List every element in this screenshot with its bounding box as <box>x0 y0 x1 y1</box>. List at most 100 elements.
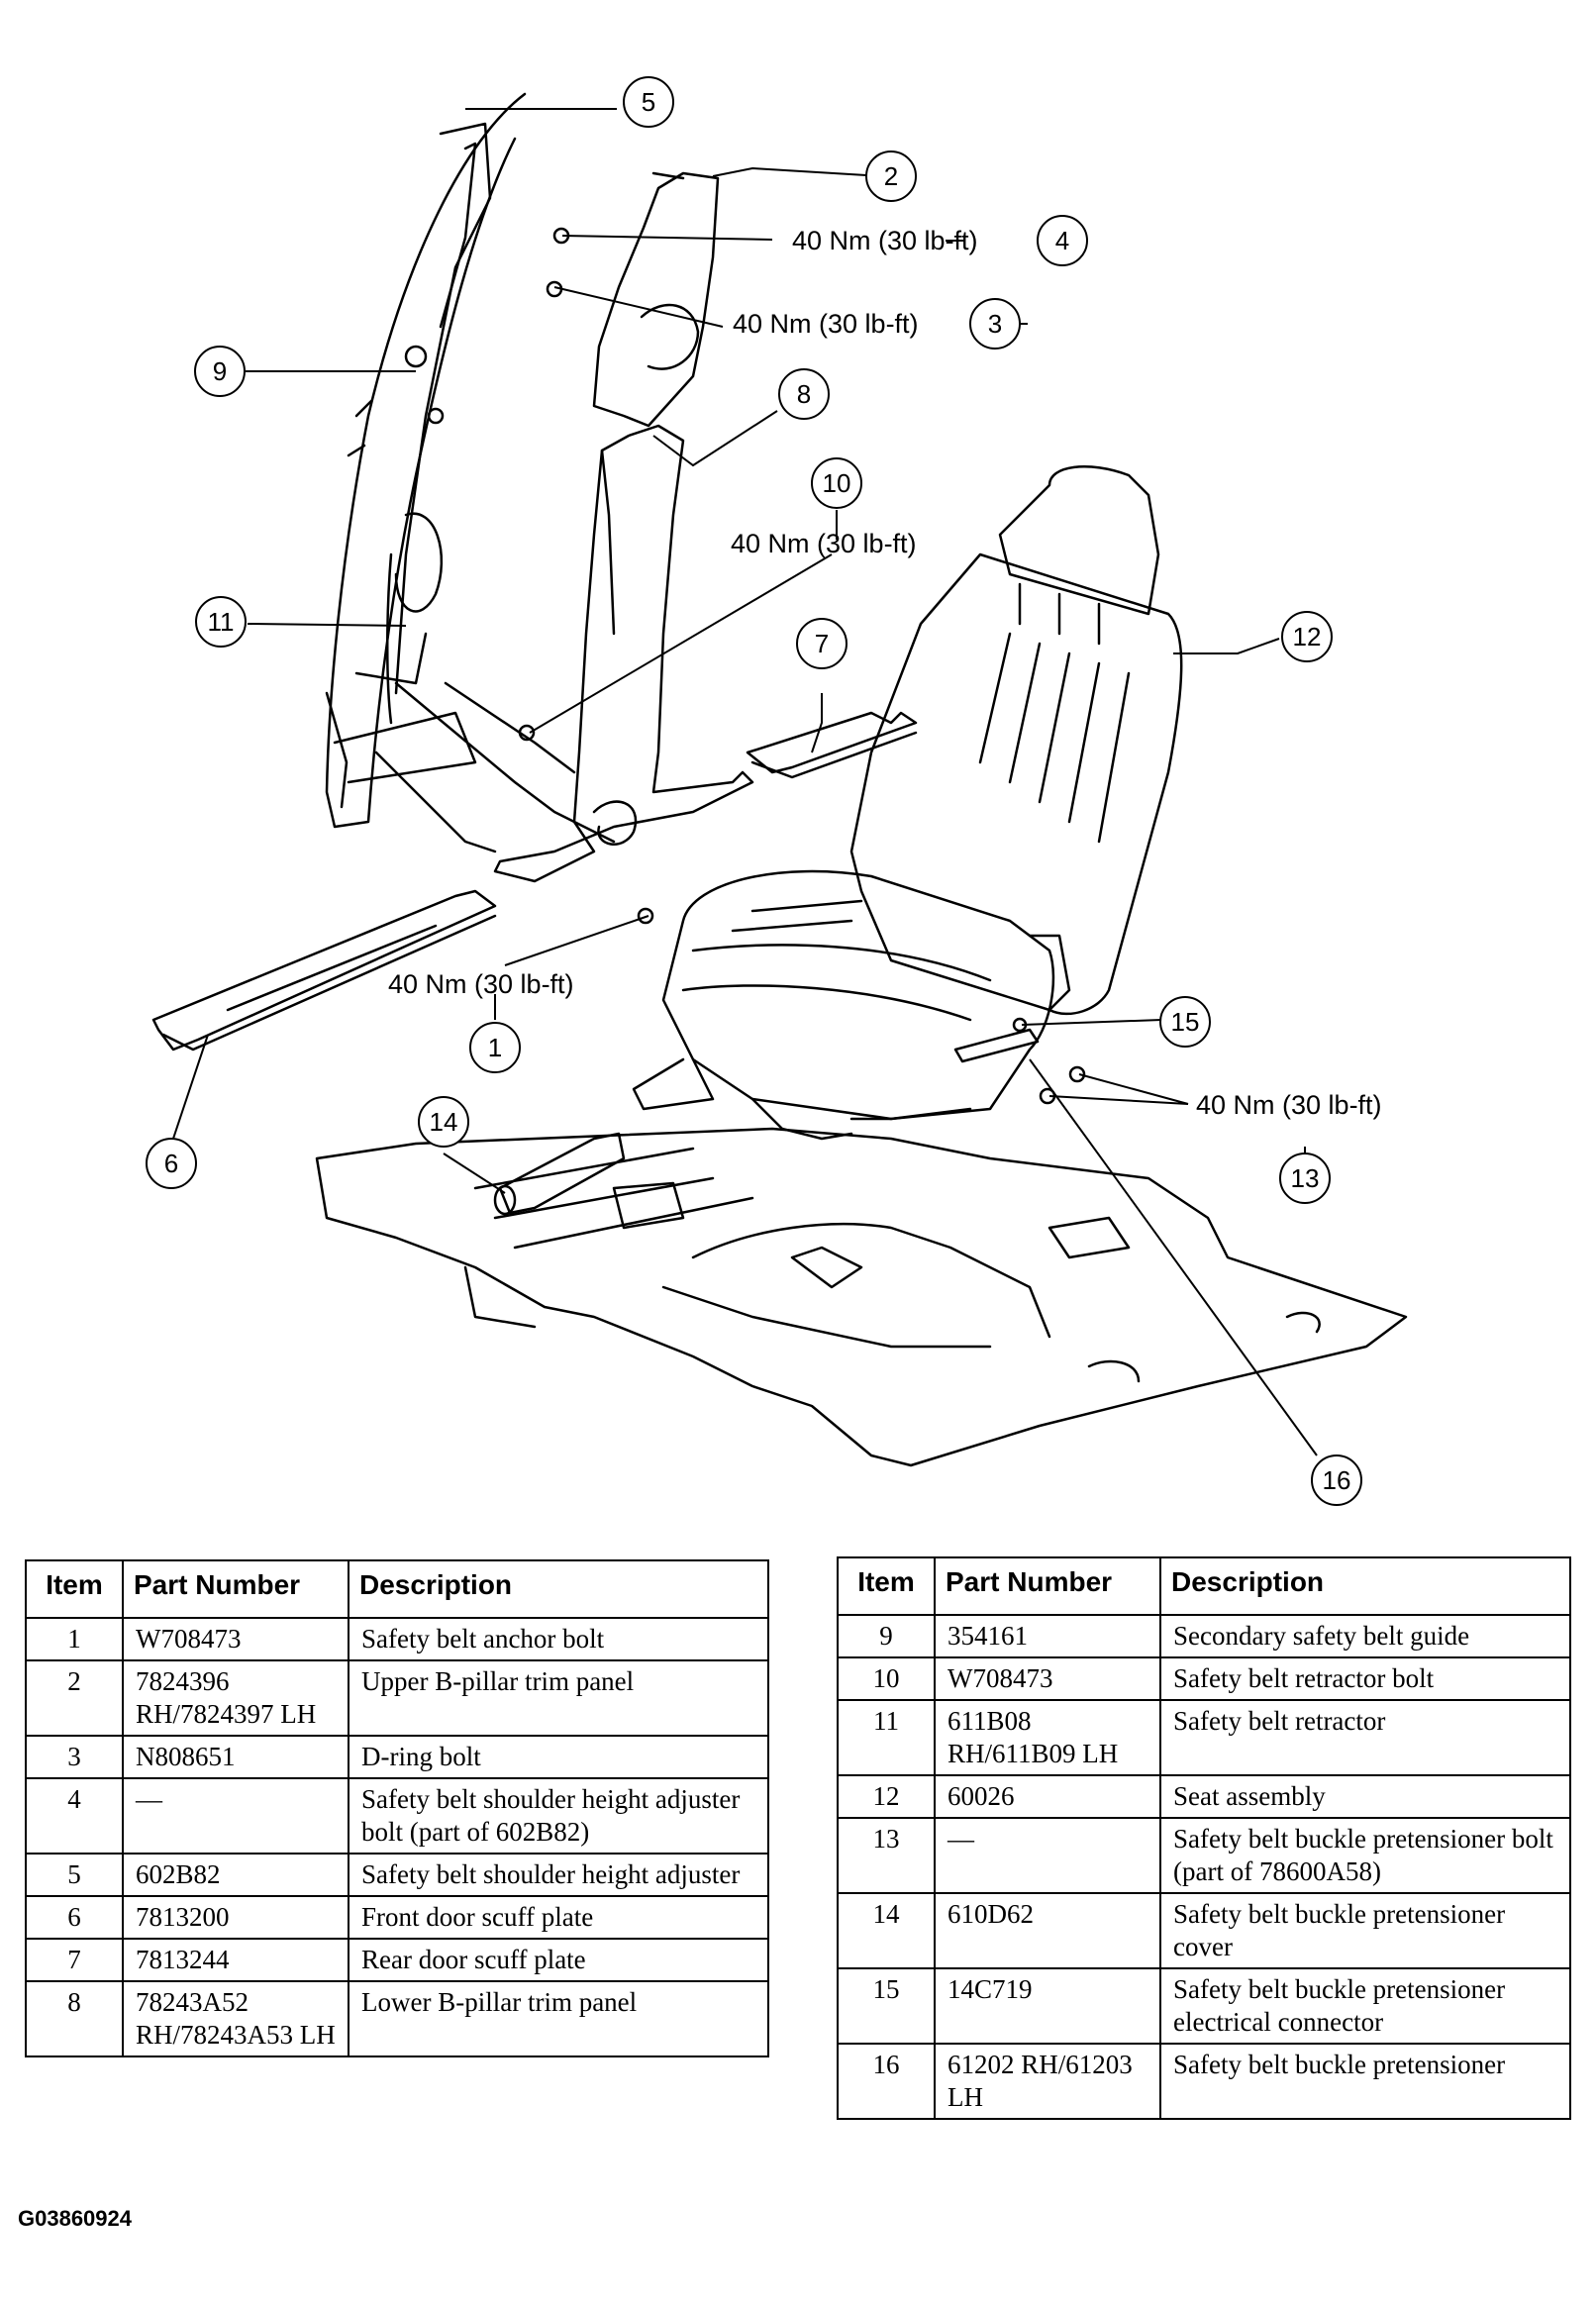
table-header-row: Item Part Number Description <box>837 1556 1571 1616</box>
part-number-cell: N808651 <box>122 1735 349 1779</box>
svg-text:14: 14 <box>430 1107 458 1137</box>
callout-7: 7 <box>796 618 848 669</box>
description-cell: Rear door scuff plate <box>348 1938 769 1982</box>
item-cell: 16 <box>837 2043 936 2120</box>
lower-b-pillar-trim-panel <box>493 424 754 883</box>
svg-text:15: 15 <box>1171 1007 1200 1037</box>
part-number-cell: W708473 <box>934 1656 1161 1701</box>
part-number-cell: 14C719 <box>934 1967 1161 2045</box>
svg-text:5: 5 <box>642 87 655 117</box>
part-number-cell: 61202 RH/61203 LH <box>934 2043 1161 2120</box>
rear-door-scuff-plate <box>746 711 918 779</box>
item-cell: 1 <box>25 1617 124 1661</box>
callout-5: 5 <box>623 76 674 128</box>
svg-text:7: 7 <box>815 629 829 658</box>
callout-10: 10 40 Nm (30 lb-ft) <box>731 457 917 558</box>
description-cell: Upper B-pillar trim panel <box>348 1659 769 1737</box>
description-cell: Lower B-pillar trim panel <box>348 1980 769 2057</box>
description-cell: D-ring bolt <box>348 1735 769 1779</box>
callout-13: 13 40 Nm (30 lb-ft) <box>1196 1090 1382 1204</box>
table-row: 4—Safety belt shoulder height adjuster b… <box>25 1777 769 1855</box>
column-header-part-number: Part Number <box>122 1559 349 1619</box>
column-header-item: Item <box>837 1556 936 1616</box>
svg-text:11: 11 <box>208 607 235 637</box>
part-number-cell: — <box>122 1777 349 1855</box>
callout-12: 12 <box>1281 611 1333 662</box>
callout-6: 6 <box>146 1138 197 1189</box>
description-cell: Safety belt shoulder height adjuster bol… <box>348 1777 769 1855</box>
part-number-cell: 60026 <box>934 1774 1161 1819</box>
fasteners <box>518 227 1086 1105</box>
part-number-cell: 602B82 <box>122 1853 349 1897</box>
leader-lines <box>172 108 1318 1456</box>
callout-3: 3 40 Nm (30 lb-ft) <box>733 298 1021 350</box>
torque-label-4: 40 Nm (30 lb-ft) <box>792 226 978 255</box>
column-header-part-number: Part Number <box>934 1556 1161 1616</box>
svg-text:12: 12 <box>1293 622 1322 652</box>
callout-11: 11 <box>195 596 247 648</box>
callout-4: 4 40 Nm (30 lb-ft) <box>792 215 1088 266</box>
item-cell: 5 <box>25 1853 124 1897</box>
description-cell: Safety belt buckle pretensioner cover <box>1159 1892 1571 1969</box>
svg-text:16: 16 <box>1323 1465 1351 1495</box>
description-cell: Safety belt retractor <box>1159 1699 1571 1776</box>
table-header-row: Item Part Number Description <box>25 1559 769 1619</box>
item-cell: 10 <box>837 1656 936 1701</box>
svg-text:13: 13 <box>1291 1163 1320 1193</box>
item-cell: 9 <box>837 1614 936 1658</box>
part-number-cell: 7813200 <box>122 1895 349 1940</box>
upper-b-pillar-trim-panel <box>592 171 720 428</box>
description-cell: Safety belt anchor bolt <box>348 1617 769 1661</box>
part-number-cell: 7813244 <box>122 1938 349 1982</box>
item-cell: 13 <box>837 1817 936 1894</box>
svg-text:10: 10 <box>823 468 851 498</box>
callout-14: 14 <box>418 1096 469 1148</box>
item-cell: 11 <box>837 1699 936 1776</box>
table-row: 13—Safety belt buckle pretensioner bolt … <box>837 1817 1571 1894</box>
part-number-cell: 610D62 <box>934 1892 1161 1969</box>
front-door-scuff-plate <box>151 889 497 1052</box>
part-number-cell: — <box>934 1817 1161 1894</box>
callout-2: 2 <box>865 150 917 202</box>
column-header-item: Item <box>25 1559 124 1619</box>
svg-text:4: 4 <box>1055 226 1069 255</box>
description-cell: Safety belt buckle pretensioner <box>1159 2043 1571 2120</box>
column-header-description: Description <box>348 1559 769 1619</box>
item-cell: 2 <box>25 1659 124 1737</box>
part-number-cell: 611B08 RH/611B09 LH <box>934 1699 1161 1776</box>
seat-assembly <box>632 465 1183 1141</box>
svg-text:3: 3 <box>988 309 1002 339</box>
torque-label-3: 40 Nm (30 lb-ft) <box>733 309 919 339</box>
callout-8: 8 <box>778 368 830 420</box>
part-number-cell: 78243A52 RH/78243A53 LH <box>122 1980 349 2057</box>
item-cell: 4 <box>25 1777 124 1855</box>
exploded-parts-illustration: 5 2 4 40 Nm (30 lb-ft) 3 40 Nm (30 lb-ft… <box>146 76 1408 1506</box>
item-cell: 6 <box>25 1895 124 1940</box>
callouts: 5 2 4 40 Nm (30 lb-ft) 3 40 Nm (30 lb-ft… <box>146 76 1382 1506</box>
description-cell: Secondary safety belt guide <box>1159 1614 1571 1658</box>
buckle-pretensioner-cover <box>493 1132 626 1216</box>
description-cell: Safety belt buckle pretensioner bolt (pa… <box>1159 1817 1571 1894</box>
part-number-cell: W708473 <box>122 1617 349 1661</box>
svg-text:1: 1 <box>488 1033 502 1062</box>
callout-9: 9 <box>194 346 246 397</box>
callout-15: 15 <box>1159 996 1211 1048</box>
item-cell: 14 <box>837 1892 936 1969</box>
figure-id: G03860924 <box>18 2206 132 2231</box>
item-cell: 7 <box>25 1938 124 1982</box>
description-cell: Safety belt shoulder height adjuster <box>348 1853 769 1897</box>
b-pillar-body-structure <box>325 92 616 853</box>
description-cell: Safety belt buckle pretensioner electric… <box>1159 1967 1571 2045</box>
